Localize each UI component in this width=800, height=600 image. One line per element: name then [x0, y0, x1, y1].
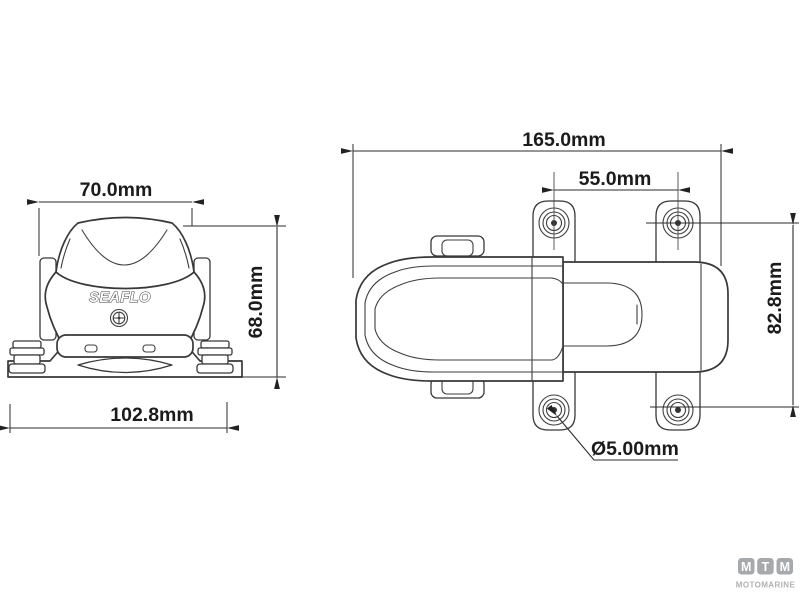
logo-box-3: [776, 558, 793, 575]
logo-letter-m2: M: [780, 560, 790, 574]
dim-label-hole-diameter: Ø5.00mm: [591, 438, 679, 460]
dim-label-top-length: 165.0mm: [522, 129, 605, 151]
front-clamp-ring: [56, 334, 194, 358]
top-view-dimensions: 165.0mm 55.0mm 82.8mm Ø5.00mm: [340, 129, 799, 461]
mtm-motomarine-logo: M T M MOTOMARINE: [736, 558, 796, 590]
top-ear-bottom-left: [532, 369, 576, 431]
dim-label-top-height: 82.8mm: [764, 262, 786, 335]
logo-letter-m1: M: [741, 560, 751, 574]
front-base-lens: [77, 357, 173, 374]
bolt-hole-bottom-right: [662, 394, 694, 426]
front-view-drawing: SEAFLO: [7, 216, 243, 378]
top-pump-head: [355, 256, 564, 382]
dim-label-hole-spacing: 55.0mm: [579, 168, 652, 190]
logo-letter-t: T: [762, 560, 770, 574]
front-right-foot: [196, 340, 234, 374]
front-left-foot: [8, 340, 46, 374]
top-ear-bottom-right: [655, 369, 701, 431]
front-view-dimensions: 70.0mm 68.0mm 102.8mm: [0, 179, 286, 433]
front-top-cap: [55, 216, 195, 290]
top-view-drawing: [355, 200, 729, 431]
bolt-hole-bottom-left: [538, 394, 570, 426]
dim-label-front-width-base: 102.8mm: [110, 404, 193, 426]
logo-name: MOTOMARINE: [736, 581, 796, 590]
screw-emblem-icon: [109, 308, 129, 328]
logo-box-2: [757, 558, 774, 575]
top-motor-housing: [562, 261, 729, 373]
dim-label-front-width-top: 70.0mm: [80, 179, 153, 201]
logo-box-1: [738, 558, 755, 575]
dim-label-front-height: 68.0mm: [245, 266, 267, 339]
brand-label: SEAFLO: [89, 290, 151, 306]
top-clip-tab-upper: [430, 235, 485, 257]
